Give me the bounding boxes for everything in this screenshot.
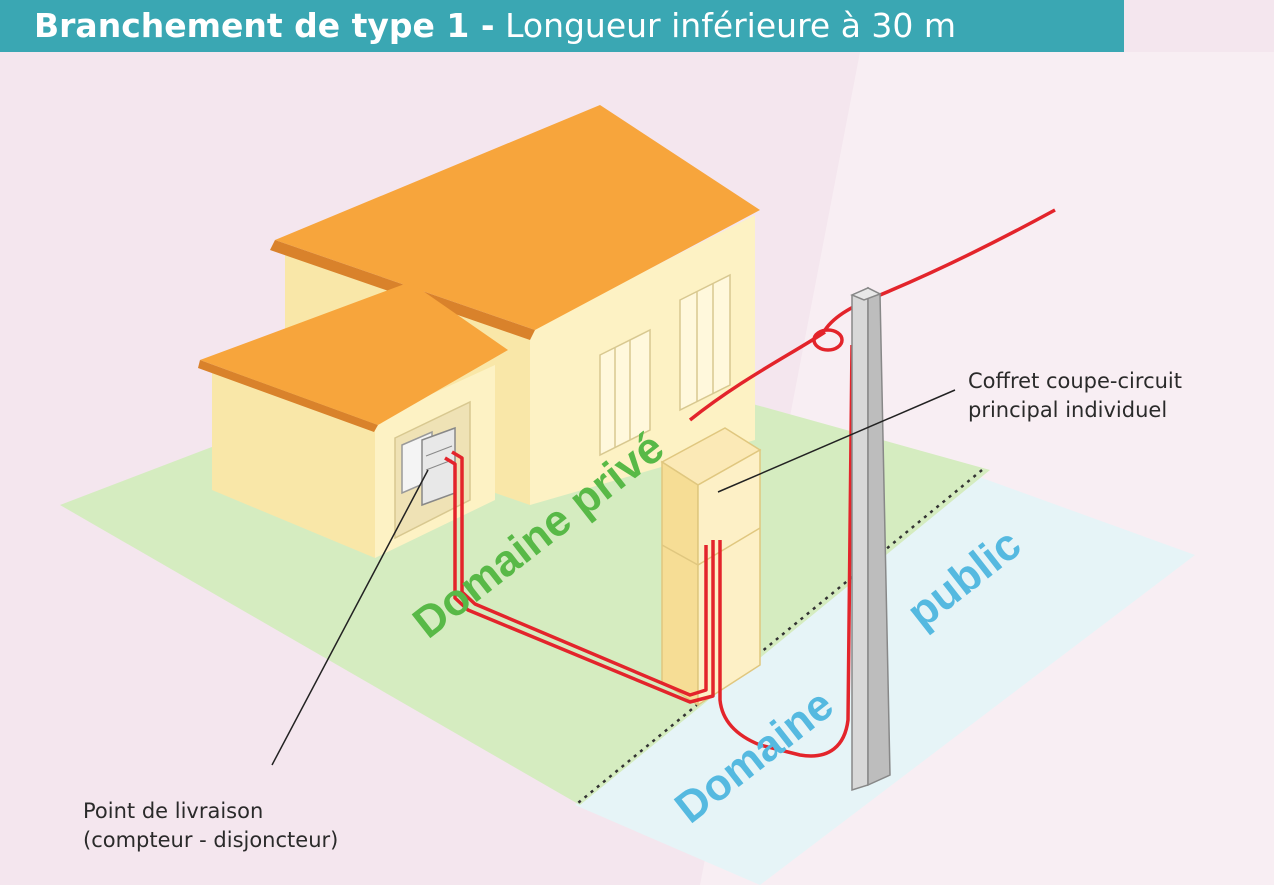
cable-meter-to-coffret-b (444, 456, 715, 704)
overhead-line (823, 208, 1056, 332)
utility-pole (850, 286, 891, 792)
cables (444, 208, 1056, 758)
house-annex-roof (200, 282, 508, 425)
diagram-title: Branchement de type 1 - Longueur inférie… (0, 0, 1124, 52)
point-livraison-callout: Point de livraison (compteur - disjoncte… (83, 797, 338, 855)
coffret-pointer (717, 389, 956, 493)
point-callout-line1: Point de livraison (83, 799, 264, 823)
house (198, 105, 760, 558)
house-main-roof (275, 105, 760, 330)
point-pointer (271, 469, 429, 766)
point-callout-line2: (compteur - disjoncteur) (83, 828, 339, 852)
pole-insulator-loop (812, 328, 844, 352)
coffret-cabinet (660, 427, 762, 707)
coffret-callout: Coffret coupe-circuit principal individu… (968, 367, 1182, 425)
title-rest: Longueur inférieure à 30 m (494, 6, 957, 45)
house-annex-roof-shade (198, 360, 378, 432)
cable-coffret-to-pole (718, 344, 854, 758)
coffret-callout-line2: principal individuel (968, 398, 1168, 422)
house-windows (599, 273, 731, 457)
coffret-callout-line1: Coffret coupe-circuit (968, 369, 1182, 393)
cable-meter-to-coffret-a (451, 450, 708, 697)
title-bold: Branchement de type 1 - (34, 6, 495, 45)
drop-line (688, 330, 826, 422)
